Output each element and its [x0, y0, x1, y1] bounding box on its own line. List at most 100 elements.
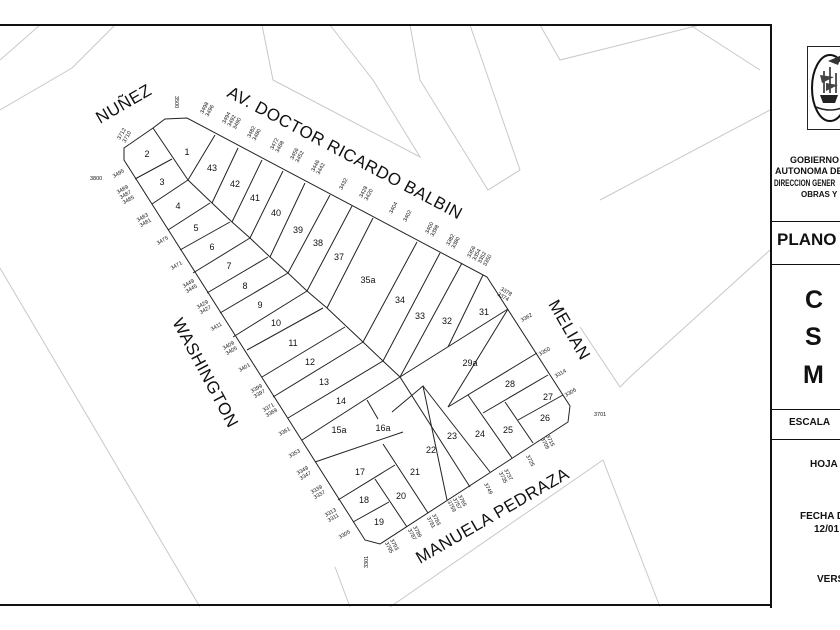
address-number-washington: 3411	[210, 322, 223, 333]
parcel-number: 25	[503, 425, 513, 435]
parcel-boundary	[374, 478, 408, 528]
parcel-boundary	[192, 237, 251, 274]
parcel-boundary	[187, 134, 216, 181]
block-outline	[123, 117, 571, 545]
street-edge-line	[689, 24, 761, 71]
address-number-washington: 33393337	[310, 484, 327, 501]
parcel-boundary	[287, 360, 384, 419]
parcel-boundary	[306, 205, 353, 292]
city-emblem	[807, 46, 840, 130]
parcel-number: 16a	[375, 423, 390, 433]
address-number-pedraza: 37833781	[425, 513, 441, 529]
parcel-boundary	[422, 385, 491, 473]
address-number-balbin: 349434923490	[221, 111, 243, 130]
city-block	[123, 117, 571, 545]
parcel-number: 21	[410, 467, 420, 477]
parcel-number: 22	[426, 445, 436, 455]
address-number-balbin: 34563452	[289, 147, 305, 163]
parcel-boundary	[219, 272, 289, 314]
parcel-number: 2	[144, 149, 149, 159]
address-number-washington: 3353	[288, 448, 302, 459]
street-edge-line	[389, 459, 604, 608]
address-number-washington: 3495	[112, 168, 126, 179]
parcel-boundary	[482, 374, 549, 414]
street-label-nunez: NUÑEZ	[93, 80, 155, 127]
street-label-melian: MELIAN	[545, 297, 595, 364]
address-number-washington: 33493347	[296, 465, 313, 482]
street-edge-line	[409, 24, 521, 191]
address-number-washington: 3361	[278, 426, 292, 437]
code-c: C	[805, 286, 824, 314]
sheet-label: HOJA N	[810, 459, 840, 470]
address-number-pedraza: 37153709	[539, 434, 555, 450]
address-number-balbin: 34463442	[310, 159, 326, 175]
address-number-balbin: 34983496	[199, 101, 215, 117]
parcel-boundary	[352, 501, 390, 523]
parcel-number: 37	[334, 252, 344, 262]
divider	[772, 439, 840, 440]
parcel-boundary	[337, 464, 396, 501]
divider	[772, 221, 840, 222]
parcel-boundary	[179, 221, 231, 251]
address-number-washington: 34493445	[182, 278, 199, 295]
address-number-balbin: 34723468	[269, 137, 285, 153]
street-edge-line	[599, 109, 771, 201]
divider	[772, 409, 840, 410]
divider	[772, 264, 840, 265]
address-number-pedraza: 376537573759	[446, 494, 468, 513]
surrounding-blocks	[0, 24, 771, 608]
address-number-balbin: 3432	[338, 177, 349, 191]
parcel-boundary	[152, 127, 189, 181]
parcel-boundary	[232, 290, 308, 338]
address-number-washington: 33133311	[324, 507, 341, 524]
street-edge-line	[602, 459, 661, 608]
address-number-washington: 3401	[238, 362, 252, 373]
code-m: M	[803, 361, 824, 389]
parcel-number: 10	[271, 318, 281, 328]
date-label: FECHA D	[800, 511, 840, 522]
code-s: S	[805, 323, 822, 351]
title-block-panel: GOBIERNO D AUTONOMA DE DIRECCION GENER O…	[770, 24, 840, 608]
parcel-number: 18	[359, 495, 369, 505]
parcel-boundary	[261, 326, 346, 378]
address-number-balbin: 34003398	[424, 221, 440, 237]
parcel-number: 39	[293, 225, 303, 235]
parcel-boundary	[447, 274, 484, 348]
parcel-boundary	[314, 431, 404, 463]
address-number-nunez: 37123710	[117, 127, 134, 144]
org-name-line3: DIRECCION GENER	[774, 178, 836, 188]
address-number-washington: 34293427	[196, 299, 213, 316]
street-edge-line	[0, 267, 201, 608]
parcel-number: 15a	[331, 425, 346, 435]
parcel-boundary	[249, 170, 284, 239]
parcel-boundary	[467, 394, 513, 459]
parcel-number: 38	[313, 238, 323, 248]
parcel-number: 33	[415, 311, 425, 321]
org-name-line2: AUTONOMA DE	[775, 166, 840, 176]
street-edge-line	[0, 24, 116, 111]
address-number-melian: 3314	[554, 368, 568, 379]
parcel-number: 8	[242, 281, 247, 291]
parcel-boundary	[134, 158, 173, 180]
parcel-boundary	[269, 182, 306, 258]
scale-label: ESCALA	[789, 417, 831, 428]
address-number-balbin: 3356335433523350	[466, 245, 493, 267]
street-edge-line	[334, 566, 351, 608]
parcel-boundary	[447, 308, 509, 408]
address-number-melian: 3350	[538, 346, 552, 357]
address-number-melian: 3306	[564, 387, 578, 398]
version-label: VERS	[817, 574, 840, 585]
parcel-boundary	[366, 399, 379, 420]
plan-title: PLANO	[777, 230, 837, 249]
parcel-boundary	[362, 241, 418, 343]
parcel-number: 4	[175, 201, 180, 211]
parcel-boundary	[326, 217, 374, 309]
street-edge-line	[261, 24, 422, 159]
parcel-boundary	[211, 147, 239, 204]
address-number-nunez: 3500	[173, 96, 179, 108]
address-number-washington: 33713369	[262, 402, 279, 419]
address-number-melian: 33783374	[496, 287, 513, 304]
parcel-boundary	[399, 262, 463, 378]
